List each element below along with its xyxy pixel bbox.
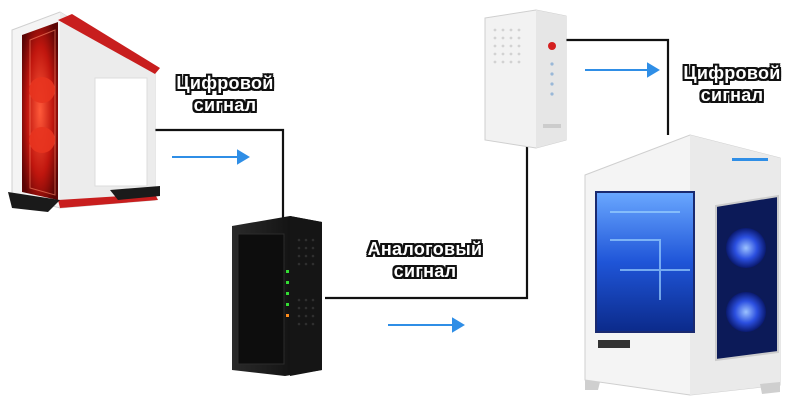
black-modem-icon [232,216,322,376]
status-leds [286,270,289,317]
cable-middle [325,144,529,300]
label-middle-line1: Аналоговый [367,239,483,259]
white-gaming-pc-icon [584,134,781,396]
cables [155,38,670,300]
label-digital-signal-left: Цифровой сигнал [150,72,300,116]
label-right-line2: сигнал [700,85,764,105]
label-right-line1: Цифровой [683,63,781,83]
label-left-line2: сигнал [193,95,257,115]
white-modem-icon [484,9,567,149]
arrow-right-icon [585,62,660,78]
cable-left [155,128,285,218]
arrow-right-icon [172,149,250,165]
label-analog-signal: Аналоговый сигнал [345,238,505,282]
red-pc-case-icon [8,11,160,212]
label-middle-line2: сигнал [393,261,457,281]
cable-right [566,38,670,135]
signal-arrows [172,62,660,333]
arrow-right-icon [388,317,465,333]
label-left-line1: Цифровой [176,73,274,93]
label-digital-signal-right: Цифровой сигнал [668,62,796,106]
